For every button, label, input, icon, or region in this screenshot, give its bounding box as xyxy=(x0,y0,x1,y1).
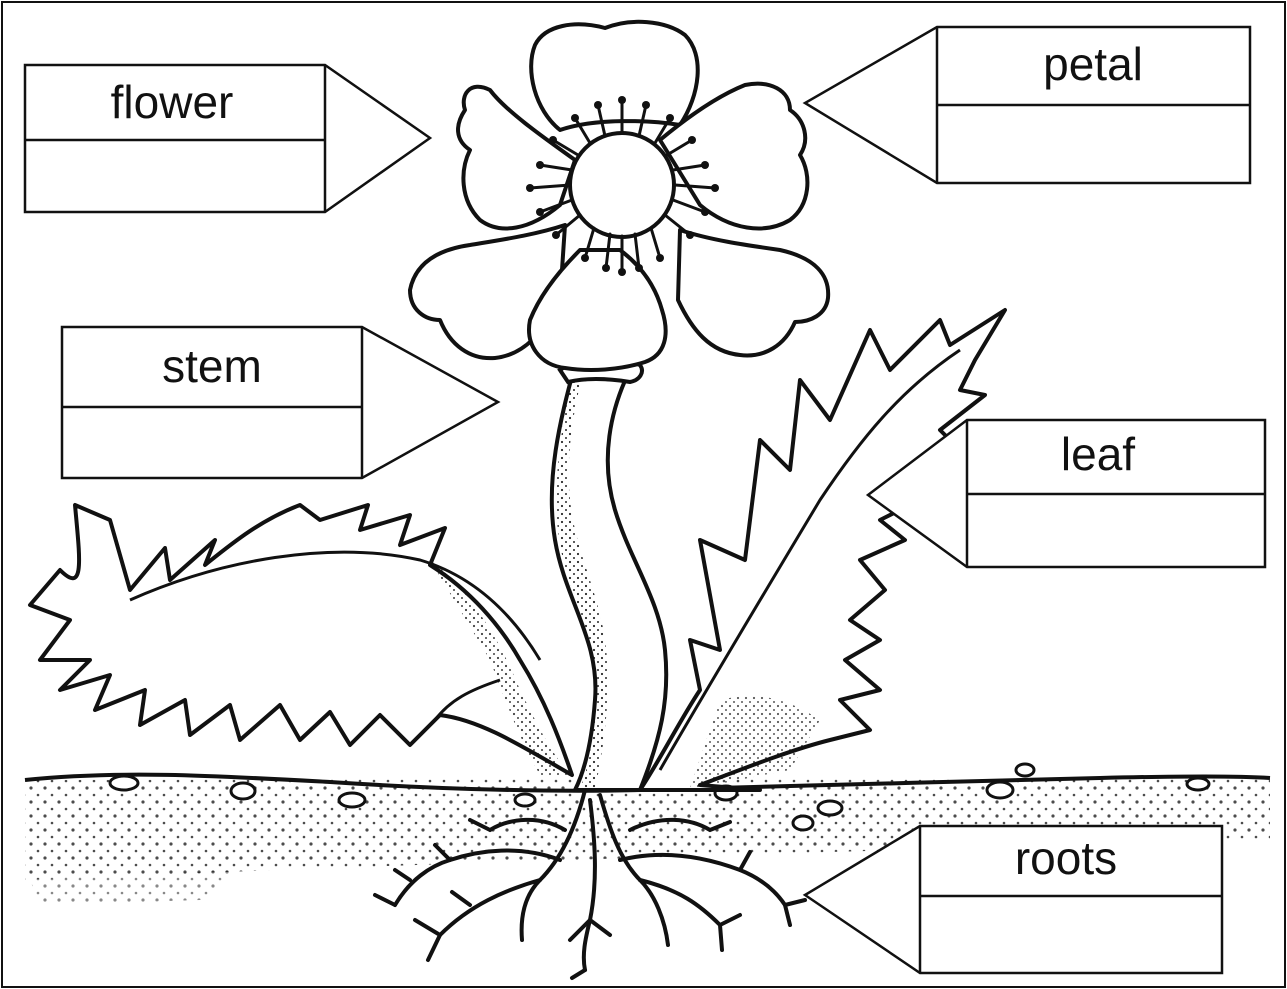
answer-blank-leaf[interactable] xyxy=(972,499,1260,562)
answer-blank-flower[interactable] xyxy=(30,145,320,207)
label-petal: petal xyxy=(1043,38,1143,90)
label-stem: stem xyxy=(162,340,262,392)
label-leaf: leaf xyxy=(1061,428,1135,480)
label-roots: roots xyxy=(1015,832,1117,884)
answer-blank-roots[interactable] xyxy=(925,901,1217,968)
label-flower: flower xyxy=(111,76,234,128)
answer-blank-petal[interactable] xyxy=(942,110,1245,178)
answer-blank-stem[interactable] xyxy=(67,412,357,473)
